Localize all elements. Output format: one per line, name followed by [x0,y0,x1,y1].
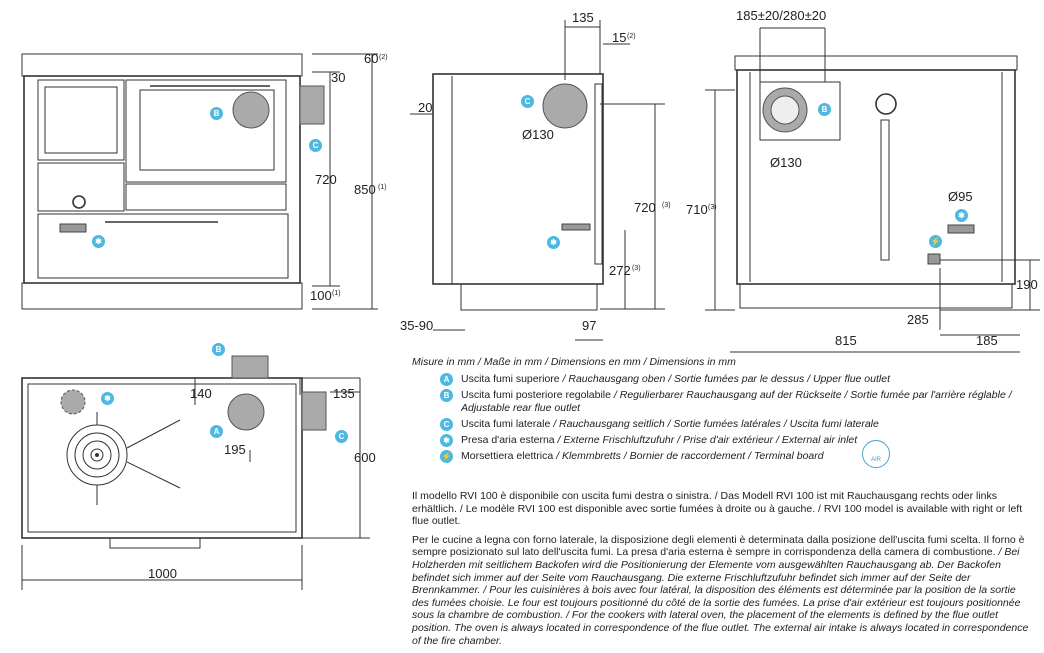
legend-label: Presa d'aria esterna [461,434,555,446]
dim-60-sup: (2) [379,54,388,61]
legend-item-a: A Uscita fumi superiore / Rauchausgang o… [440,373,1032,386]
dim-100-sup: (1) [332,290,341,297]
top-dim-135: 135 [333,386,355,401]
legend-label: Morsettiera elettrica [461,450,554,462]
top-badge-b: B [212,343,225,356]
air-logo-icon: AIR [862,440,890,468]
legend-item-terminal: ⚡ Morsettiera elettrica / Klemmbretts / … [440,450,1032,463]
side-dim-97: 97 [582,318,596,333]
flue-outlet-icon [232,91,270,129]
top-dim-140: 140 [190,386,212,401]
dim-100: 100 [310,288,332,303]
legend-translations: / Externe Frischluftzufuhr / Prise d'air… [554,434,858,446]
top-view: 140 135 195 600 1000 [21,355,376,590]
side-dim-272-sup: (3) [632,265,641,272]
legend-item-c: C Uscita fumi laterale / Rauchausgang se… [440,418,1032,431]
side-badge-star: ✱ [547,236,560,249]
rear-dim-95: Ø95 [948,189,973,204]
legend-header: Misure in mm / Maße in mm / Dimensions e… [412,356,736,368]
knob-icon [72,195,86,209]
front-badge-star: ✱ [92,235,105,248]
legend-item-b: B Uscita fumi posteriore regolabile / Re… [440,389,1032,415]
rear-dim-130: Ø130 [770,155,802,170]
dim-60: 60 [364,51,378,66]
dim-720: 720 [315,172,337,187]
legend-badge: ⚡ [440,450,453,463]
side-dim-35-90: 35-90 [400,318,433,333]
hob-rings-icon [66,424,128,486]
side-dim-272: 272 [609,263,631,278]
note-availability: Il modello RVI 100 è disponibile con usc… [412,490,1023,528]
dim-30: 30 [331,70,345,85]
note-layout: Per le cucine a legna con forno laterale… [412,534,1032,647]
legend-badge: A [440,373,453,386]
legend-badge: C [440,418,453,431]
top-badge-star: ✱ [101,392,114,405]
top-dim-1000: 1000 [148,566,177,581]
side-dim-720: 720 [634,200,656,215]
front-badge-b: B [210,107,223,120]
note-layout-it: Per le cucine a legna con forno laterale… [412,533,1025,559]
side-dim-15: 15 [612,30,626,45]
side-dim-20: 20 [418,100,432,115]
side-dim-130: Ø130 [522,127,554,142]
side-dim-720-sup: (3) [662,202,671,209]
side-badge-c: C [521,95,534,108]
front-view: 60 (2) 30 720 850 (1) 100 (1) [21,51,388,310]
side-dim-15-sup: (2) [627,33,636,40]
legend: Misure in mm / Maße in mm / Dimensions e… [412,356,1032,463]
rear-dim-285: 285 [907,312,929,327]
notes: Il modello RVI 100 è disponibile con usc… [412,490,1032,653]
rear-dim-710: 710 [686,202,708,217]
rear-badge-star: ✱ [955,209,968,222]
top-badge-a: A [210,425,223,438]
legend-label: Uscita fumi superiore [461,373,560,385]
legend-translations: / Regulierbarer Rauchausgang auf der Rüc… [461,389,1012,414]
rear-dim-185: 185 [976,333,998,348]
legend-translations: / Rauchausgang oben / Sortie fumées par … [559,373,890,385]
dim-850: 850 [354,182,376,197]
legend-label: Uscita fumi posteriore regolabile [461,389,611,401]
rear-dim-815: 815 [835,333,857,348]
legend-translations: / Klemmbretts / Bornier de raccordement … [553,450,824,462]
legend-item-air: ✱ Presa d'aria esterna / Externe Frischl… [440,434,1032,447]
top-dim-195: 195 [224,442,246,457]
rear-dim-185-280: 185±20/280±20 [736,8,826,23]
rear-view: 185±20/280±20 Ø130 710 (3) Ø95 190 285 8… [686,8,1040,353]
note-layout-translations: / Bei Holzherden mit seitlichem Backofen… [412,546,1029,647]
rear-dim-710-sup: (3) [708,204,717,211]
dim-850-sup: (1) [378,184,387,191]
rear-badge-b: B [818,103,831,116]
legend-badge: B [440,389,453,402]
front-badge-c: C [309,139,322,152]
legend-translations: / Rauchausgang seitlich / Sortie fumées … [550,418,879,430]
side-dim-135: 135 [572,10,594,25]
top-badge-c: C [335,430,348,443]
legend-badge: ✱ [440,434,453,447]
side-view: 135 15 (2) 20 Ø130 720 (3) 272 (3) 35-90… [400,10,671,341]
top-dim-600: 600 [354,450,376,465]
rear-badge-plug: ⚡ [929,235,942,248]
legend-label: Uscita fumi laterale [461,418,551,430]
rear-dim-190: 190 [1016,277,1038,292]
